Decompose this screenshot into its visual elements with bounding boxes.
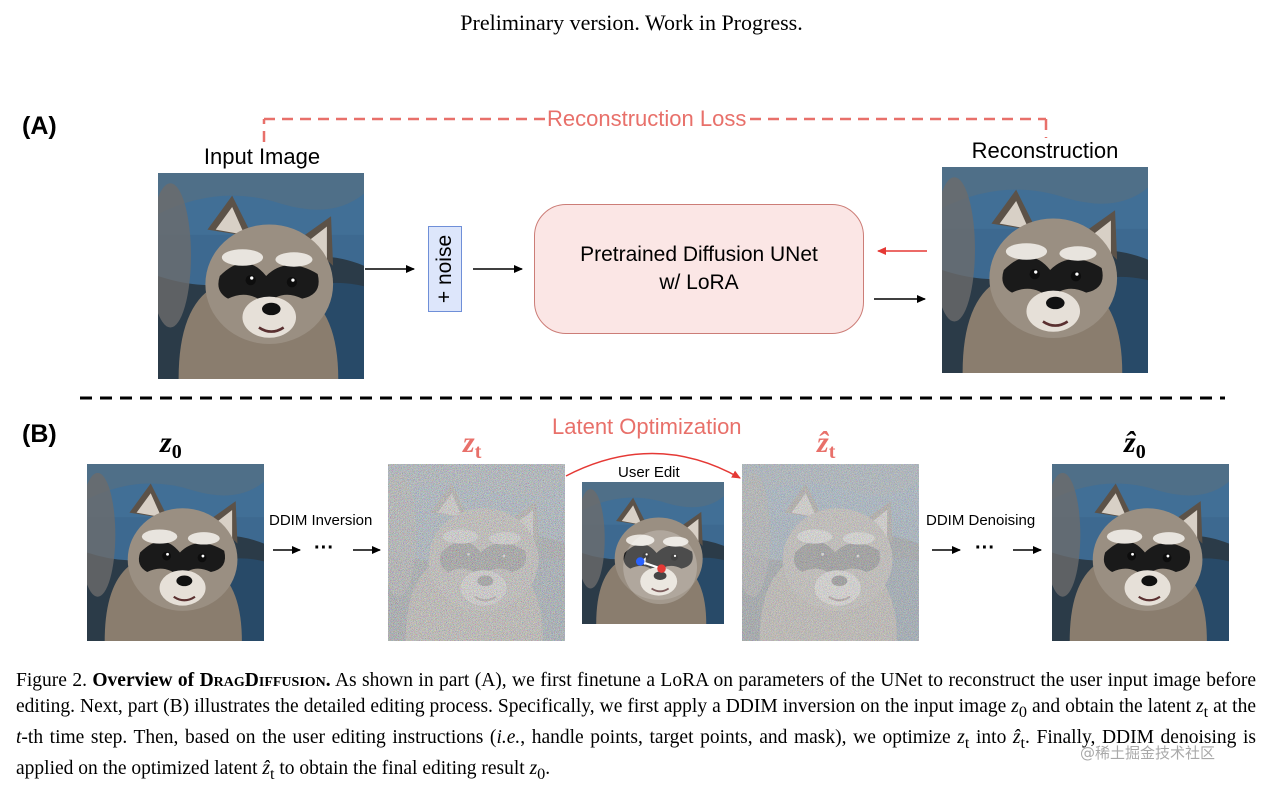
caption-text-6: into [969, 726, 1013, 748]
caption-zhat-2: ẑ [262, 757, 270, 779]
caption-zt-2-sub: t [964, 733, 970, 752]
watermark: @稀土掘金技术社区 [1080, 744, 1216, 762]
unet-subtitle: w/ LoRA [659, 271, 739, 294]
ddim-inversion-label: DDIM Inversion [269, 512, 373, 529]
zt-hat-subscript: t [828, 441, 836, 463]
caption-zt-sub: t [1203, 702, 1209, 721]
unet-title: Pretrained Diffusion UNet [580, 243, 818, 266]
noise-label: + noise [433, 234, 456, 304]
user-edit-label: User Edit [618, 464, 680, 481]
input-image [158, 173, 364, 379]
ddim-denoising-label: DDIM Denoising [926, 512, 1036, 529]
caption-zt: z [1195, 696, 1204, 717]
reconstruction-loss-bracket [262, 117, 1048, 142]
user-edit-image [582, 482, 724, 624]
caption-t: t [16, 726, 22, 748]
z0-label: z0 [160, 426, 182, 464]
caption-text-7: . Finally, DDIM denoising is applied on … [16, 726, 1256, 779]
caption-text-9: . [545, 757, 551, 779]
part-a-label: (A) [22, 112, 57, 140]
caption-text-5: , handle points, target points, and mask… [520, 726, 958, 748]
caption-ie: i.e. [496, 726, 521, 748]
caption-text-1: As shown in part (A), we first finetune … [16, 670, 1257, 717]
caption-method-name: DragDiffusion [199, 670, 326, 691]
unet-block: Pretrained Diffusion UNet w/ LoRA [534, 204, 864, 334]
z0-hat-label: ẑ0 [1124, 426, 1146, 464]
part-a-connectors [80, 117, 1225, 400]
denoising-ellipsis: ··· [975, 537, 995, 559]
caption-zhat-sub: t [1020, 733, 1026, 752]
figure-caption: Figure 2. Overview of DragDiffusion. As … [16, 668, 1256, 787]
caption-text-2: and obtain the latent [1027, 696, 1196, 717]
caption-zhat-2-sub: t [269, 764, 275, 783]
z0-hat-symbol: ẑ [1124, 426, 1136, 459]
part-b-label: (B) [22, 420, 57, 448]
z0-image [87, 464, 264, 641]
caption-z0-final-sub: 0 [537, 764, 546, 783]
part-b-connectors [273, 452, 1042, 554]
noise-block: + noise [428, 226, 462, 312]
zt-subscript: t [474, 441, 482, 463]
caption-z0: z [1011, 696, 1019, 717]
caption-text-3: at the [1208, 696, 1256, 717]
caption-title-text: Overview of [92, 670, 195, 691]
inversion-ellipsis: ··· [314, 537, 334, 559]
caption-title: Overview of DragDiffusion. [92, 670, 330, 691]
reconstruction-label: Reconstruction [971, 138, 1119, 163]
caption-zt-2: z [957, 726, 965, 748]
zt-hat-symbol: ẑ [817, 426, 829, 459]
zt-hat-noisy-image [742, 464, 919, 641]
caption-z0-final: z [529, 757, 538, 779]
z0-hat-subscript: 0 [1135, 441, 1146, 463]
latent-optimization-arc [565, 452, 741, 479]
reconstruction-loss-label: Reconstruction Loss [545, 106, 749, 132]
zt-symbol: z [463, 426, 475, 459]
caption-zhat: ẑ [1012, 726, 1021, 748]
latent-optimization-label: Latent Optimization [550, 414, 744, 440]
z0-symbol: z [160, 426, 172, 459]
caption-text-8: to obtain the final editing result [274, 757, 530, 779]
z0-hat-image [1052, 464, 1229, 641]
reconstruction-image [942, 167, 1148, 373]
zt-noisy-image [388, 464, 565, 641]
caption-figure-number: Figure 2. [16, 670, 87, 691]
input-image-label: Input Image [203, 144, 321, 169]
caption-text-4: -th time step. Then, based on the user e… [21, 726, 497, 748]
caption-title-end: . [325, 670, 331, 691]
zt-hat-label: ẑt [817, 426, 835, 464]
caption-z0-sub: 0 [1018, 702, 1027, 721]
header-note: Preliminary version. Work in Progress. [460, 10, 803, 35]
zt-label: zt [463, 426, 481, 464]
z0-subscript: 0 [171, 441, 182, 463]
